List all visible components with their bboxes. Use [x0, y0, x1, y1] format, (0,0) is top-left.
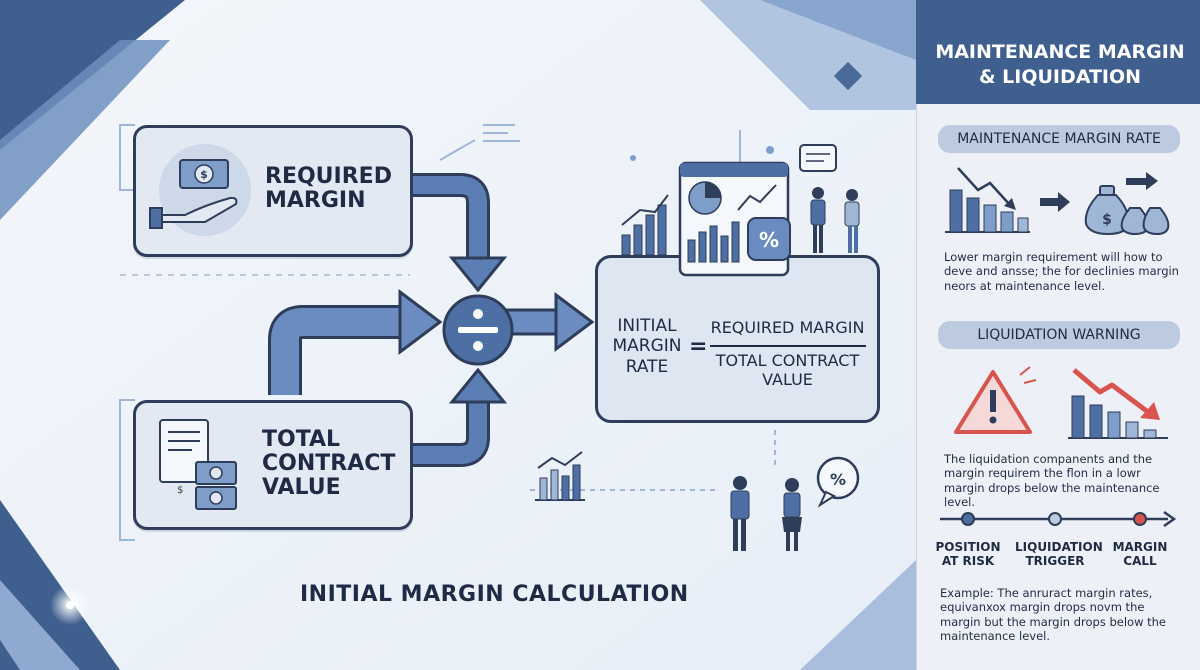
section-liquidation-warning: LIQUIDATION WARNING — [938, 321, 1180, 349]
panel-title: MAINTENANCE MARGIN & LIQUIDATION — [935, 41, 1185, 88]
timeline-node — [961, 512, 975, 526]
section1-description: Lower margin requirement will how to dev… — [944, 250, 1179, 293]
section2-description: The liquidation companents and the margi… — [944, 452, 1160, 510]
timeline-node — [1048, 512, 1062, 526]
percent-icon: % — [759, 228, 779, 252]
timeline-label-margin-call: MARGIN CALL — [1112, 540, 1168, 569]
timeline-node — [1133, 512, 1147, 526]
equals-sign: = — [689, 334, 708, 359]
svg-text:$: $ — [1102, 212, 1112, 228]
arrow-right-icon — [1040, 192, 1070, 212]
initial-margin-rate-label: INITIAL MARGIN RATE — [612, 316, 682, 377]
money-bags-icon: $ — [1084, 172, 1170, 236]
mini-chart-icon — [535, 451, 585, 501]
divide-icon — [458, 309, 498, 351]
pie-chart-icon — [688, 181, 722, 215]
formula-box — [595, 255, 880, 423]
bar-chart-icon — [621, 194, 669, 256]
person-icon — [782, 478, 802, 551]
warning-icon — [954, 366, 1037, 434]
dollar-sign: $ — [200, 168, 208, 181]
formula-numerator: REQUIRED MARGIN — [710, 318, 865, 337]
person-icon — [730, 476, 750, 551]
percent-bubble-icon: % — [830, 470, 846, 489]
timeline-label-liquidation-trigger: LIQUIDATION TRIGGER — [1015, 540, 1103, 569]
crashing-chart-icon — [1068, 368, 1168, 439]
required-margin-label: REQUIRED MARGIN — [265, 164, 392, 214]
section-maintenance-margin-rate: MAINTENANCE MARGIN RATE — [938, 125, 1180, 153]
total-contract-value-label: TOTAL CONTRACT VALUE — [262, 427, 396, 501]
panel-header — [916, 0, 1200, 104]
main-title: INITIAL MARGIN CALCULATION — [300, 582, 689, 607]
person-icon — [810, 187, 826, 253]
timeline-label-position-at-risk: POSITION AT RISK — [935, 540, 1001, 569]
fraction-bar — [710, 345, 866, 347]
person-icon — [844, 189, 860, 253]
doc-dollar-sign: $ — [177, 485, 183, 496]
declining-bars-icon — [945, 167, 1030, 233]
formula-denominator: TOTAL CONTRACT VALUE — [715, 351, 860, 390]
example-text: Example: The anruract margin rates, equi… — [940, 586, 1167, 644]
